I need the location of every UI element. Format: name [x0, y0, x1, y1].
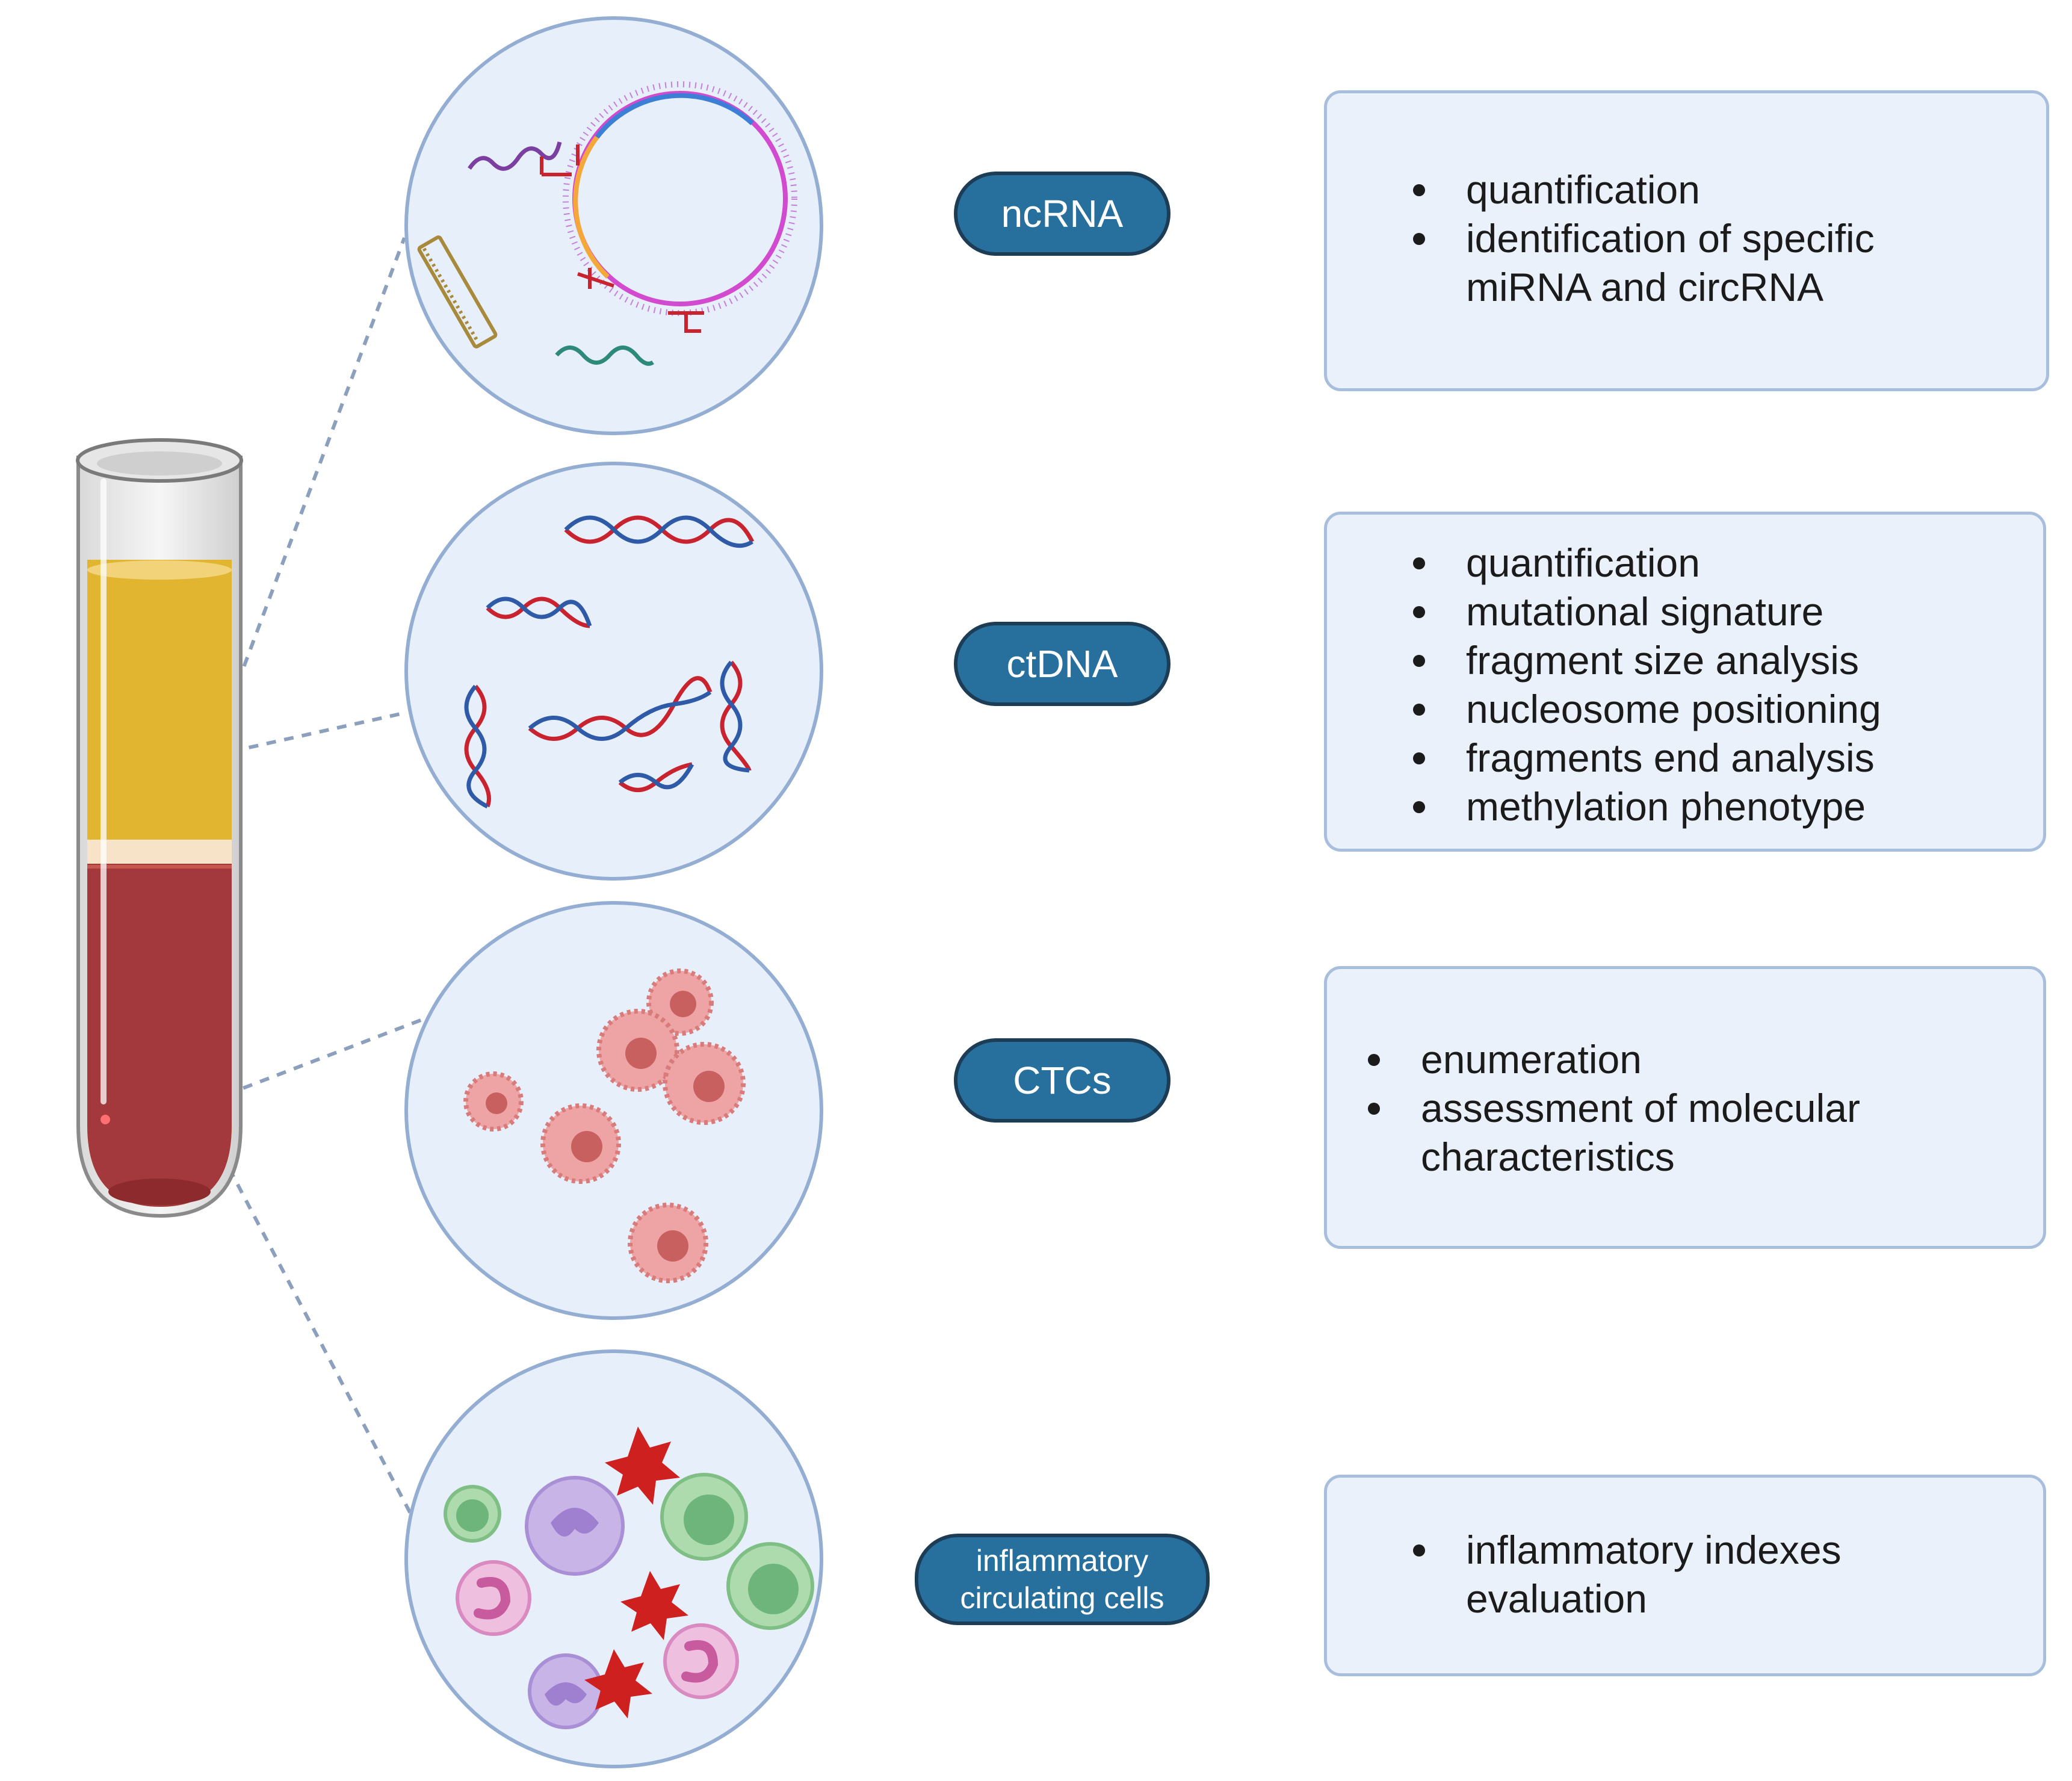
dna-helix — [564, 515, 755, 548]
inflammatory-list: inflammatory indexes evaluation — [1402, 1526, 1842, 1623]
ctdna-list: quantification mutational signature frag… — [1402, 539, 1881, 831]
lymphocyte — [444, 1485, 501, 1543]
box-ncrna: quantification identification of specifi… — [1324, 90, 2049, 391]
list-item: mutational signature — [1402, 587, 1881, 636]
list-item: methylation phenotype — [1402, 782, 1881, 831]
list-item: quantification — [1402, 539, 1881, 587]
pill-ncrna: ncRNA — [954, 172, 1171, 256]
list-item: enumeration — [1357, 1035, 1860, 1084]
list-item: assessment of molecular characteristics — [1357, 1084, 1860, 1182]
blood-tube — [76, 438, 243, 1218]
mirna-strand-teal — [555, 345, 654, 366]
dsrna-ladder — [417, 235, 498, 348]
neutrophil — [456, 1560, 531, 1636]
connector-ncrna — [236, 237, 406, 684]
pill-ctcs-label: CTCs — [1013, 1059, 1112, 1102]
list-item: quantification — [1402, 166, 1875, 214]
list-item: fragments end analysis — [1402, 734, 1881, 782]
dna-helix — [528, 676, 713, 741]
list-item: identification of specific miRNA and cir… — [1402, 214, 1875, 312]
pill-inflammatory: inflammatory circulating cells — [915, 1534, 1210, 1625]
ncrna-circle — [404, 16, 823, 435]
pill-ctcs: CTCs — [954, 1038, 1171, 1123]
pill-ctdna: ctDNA — [954, 622, 1171, 706]
dna-helix — [720, 660, 752, 773]
pill-ctdna-label: ctDNA — [1006, 642, 1118, 686]
platelet — [620, 1571, 688, 1640]
tumor-cell — [663, 1042, 746, 1125]
lymphocyte — [726, 1542, 814, 1630]
mirna-bound — [540, 144, 704, 333]
list-item: nucleosome positioning — [1402, 685, 1881, 734]
dna-helix — [464, 684, 491, 809]
tumor-cell — [596, 1009, 679, 1092]
pill-inflammatory-label: inflammatory circulating cells — [960, 1544, 1164, 1615]
platelet — [605, 1426, 680, 1505]
tumor-cell — [540, 1103, 621, 1184]
blood-layer — [87, 849, 232, 1207]
tumor-cell — [463, 1071, 524, 1132]
box-ctcs: enumeration assessment of molecular char… — [1324, 966, 2046, 1249]
dna-helix — [618, 762, 694, 792]
tumor-cell — [646, 968, 714, 1036]
pill-ncrna-label: ncRNA — [1001, 192, 1124, 235]
lymphocyte — [660, 1473, 748, 1561]
list-item: inflammatory indexes evaluation — [1402, 1526, 1842, 1623]
ctcs-list: enumeration assessment of molecular char… — [1357, 1035, 1860, 1182]
mirna-strand-purple — [468, 141, 562, 171]
inflammatory-circle — [404, 1349, 823, 1768]
monocyte — [525, 1476, 625, 1576]
neutrophil — [663, 1623, 739, 1699]
ctcs-circle — [404, 901, 823, 1320]
platelet — [584, 1649, 652, 1718]
connector-ctdna — [213, 711, 404, 757]
list-item: fragment size analysis — [1402, 636, 1881, 685]
tumor-cell — [628, 1203, 708, 1283]
ncrna-list: quantification identification of specifi… — [1402, 166, 1875, 312]
ctdna-circle — [404, 462, 823, 881]
buffy-coat — [87, 840, 232, 864]
box-inflammatory: inflammatory indexes evaluation — [1324, 1475, 2046, 1676]
circrna-ring — [563, 81, 797, 316]
box-ctdna: quantification mutational signature frag… — [1324, 512, 2046, 852]
monocyte — [528, 1653, 604, 1729]
dna-helix — [486, 596, 592, 628]
